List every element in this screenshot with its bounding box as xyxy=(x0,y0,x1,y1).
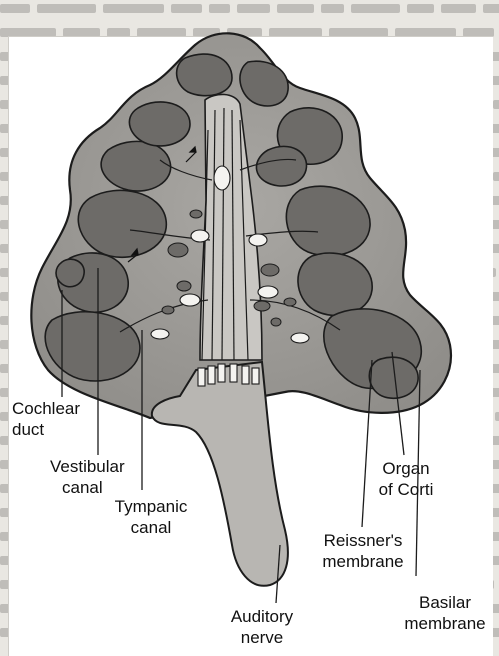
label-auditory-nerve-line2: nerve xyxy=(241,628,284,647)
chamber-upper-right-b xyxy=(256,146,306,186)
label-organ-of-corti: Organ of Corti xyxy=(366,458,446,500)
chamber-apex-left xyxy=(177,54,232,96)
label-basilar-membrane-line2: membrane xyxy=(404,614,485,633)
label-cochlear-duct-line2: duct xyxy=(12,420,44,439)
chamber-upper-left-b xyxy=(129,102,190,146)
chamber-middle-left-a xyxy=(78,190,166,257)
label-reissners-membrane-line2: membrane xyxy=(322,552,403,571)
label-organ-of-corti-line1: Organ xyxy=(382,459,429,478)
chamber-basal-left-b xyxy=(56,259,84,287)
label-cochlear-duct-line1: Cochlear xyxy=(12,399,80,418)
label-reissners-membrane-line1: Reissner's xyxy=(324,531,403,550)
label-tympanic-canal-line2: canal xyxy=(131,518,172,537)
label-basilar-membrane-line1: Basilar xyxy=(419,593,471,612)
label-vestibular-canal-line1: Vestibular xyxy=(50,457,125,476)
label-auditory-nerve-line1: Auditory xyxy=(231,607,293,626)
label-organ-of-corti-line2: of Corti xyxy=(379,480,434,499)
label-vestibular-canal: Vestibular canal xyxy=(50,456,125,498)
chamber-upper-left-a xyxy=(101,141,171,191)
label-tympanic-canal: Tympanic canal xyxy=(103,496,199,538)
label-tympanic-canal-line1: Tympanic xyxy=(115,497,188,516)
label-vestibular-canal-line2: canal xyxy=(50,478,103,497)
label-reissners-membrane: Reissner's membrane xyxy=(300,530,426,572)
label-cochlear-duct: Cochlear duct xyxy=(12,398,80,440)
label-basilar-membrane: Basilar membrane xyxy=(396,592,494,634)
label-auditory-nerve: Auditory nerve xyxy=(206,606,318,648)
